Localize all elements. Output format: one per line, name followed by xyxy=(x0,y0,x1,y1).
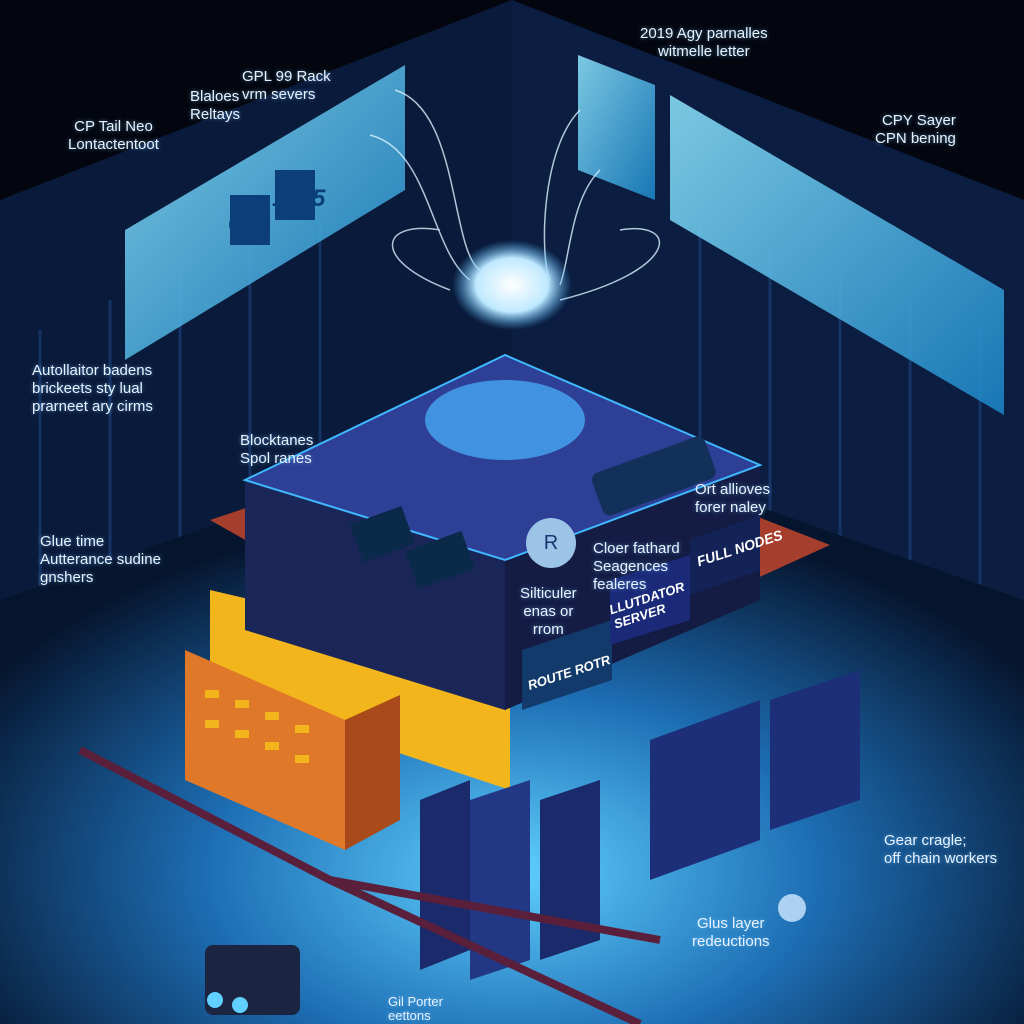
label-glus-layer: Glus layer redeuctions xyxy=(692,915,770,950)
brain-icon xyxy=(452,240,572,330)
power-unit xyxy=(205,945,300,1015)
label-top-left: CP Tail Neo Lontactentoot xyxy=(68,118,159,153)
platform-side-left xyxy=(245,480,505,710)
label-gil-porter: Gil Porter eettons xyxy=(388,994,443,1023)
label-glue-time: Glue time Autterance sudine gnshers xyxy=(40,533,161,586)
panel-right xyxy=(670,95,1004,415)
badge-r: R xyxy=(526,518,576,568)
label-blocktanes: Blocktanes Spol ranes xyxy=(240,432,314,467)
label-silticuler: Silticuler enas or rrom xyxy=(520,585,577,638)
panel-number-2: 1795 xyxy=(272,185,326,212)
label-top-center: 2019 Agy parnalles witmelle letter xyxy=(640,25,768,60)
label-ort-allioves: Ort allioves forer naley xyxy=(695,481,771,516)
label-top-right: CPY Sayer CPN bening xyxy=(875,112,956,147)
label-autollaitor: Autollaitor badens brickeets sty lual pr… xyxy=(32,362,153,415)
label-cloer: Cloer fathard Seagences fealeres xyxy=(593,540,680,593)
ring-hub xyxy=(425,380,585,460)
label-rack-servers: GPL 99 Rack vrm severs xyxy=(242,68,331,103)
label-rack-left: Blaloes Reltays xyxy=(190,88,241,123)
panel-center xyxy=(578,55,655,200)
panel-number-1: 609 xyxy=(228,210,269,237)
server-racks-front xyxy=(420,670,860,980)
label-gear-cragle: Gear cragle; off chain workers xyxy=(884,832,998,867)
node-indicator xyxy=(778,894,806,922)
